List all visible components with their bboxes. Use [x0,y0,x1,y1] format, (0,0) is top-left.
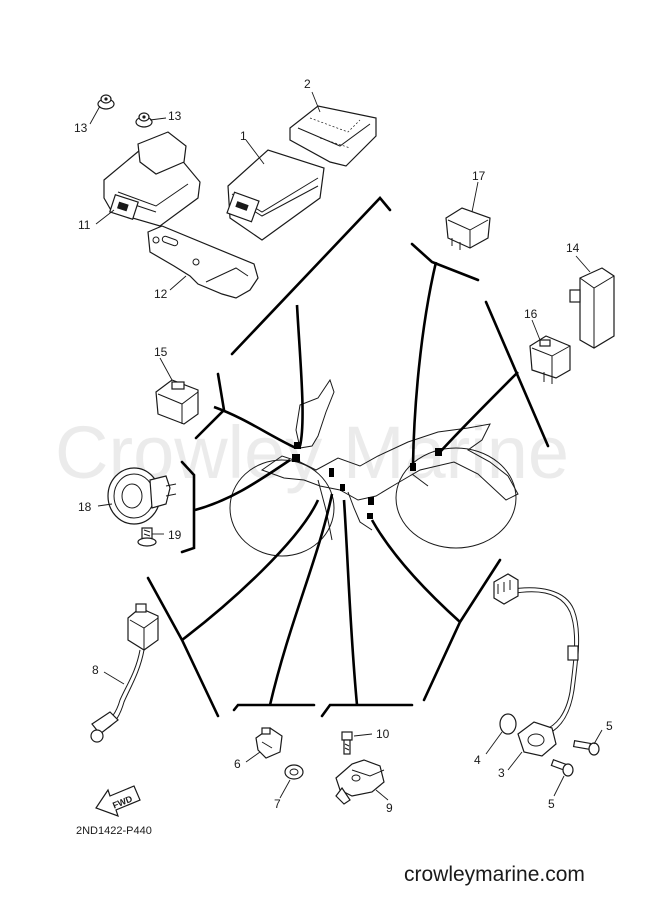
callout-11: 11 [78,218,91,232]
leader-lines [181,261,519,706]
part-10-bolt [341,731,353,755]
callout-13-right: 13 [168,109,182,123]
part-6-switch [255,727,283,759]
callout-17: 17 [472,169,486,183]
callout-7: 7 [274,797,281,811]
part-11-control-unit [103,131,201,227]
callout-3: 3 [498,766,505,780]
part-16-relay [529,335,571,384]
part-4-o-ring [499,713,517,735]
part-19-bolt [137,527,157,547]
callout-10: 10 [376,727,390,741]
group-brackets [146,196,550,718]
part-8-sensor [90,603,159,743]
callout-19: 19 [168,528,182,542]
callout-14: 14 [566,241,580,255]
callout-12: 12 [154,287,168,301]
callout-4: 4 [474,753,481,767]
callout-1: 1 [240,129,247,143]
callout-13-left: 13 [74,121,88,135]
part-18-horn [107,467,177,525]
part-9-sensor [335,759,385,805]
part-2-cover [289,105,377,167]
diagram-part-number: 2ND1422-P440 [76,825,152,837]
part-7-washer [284,764,304,780]
part-14-unit [569,267,615,349]
callout-labels: 1 2 3 4 5 5 6 7 8 9 10 11 12 13 13 14 15… [74,77,613,815]
part-3-sensor [493,573,580,757]
part-15-relay [155,379,199,425]
location-markers [292,442,442,519]
part-13-nut-right [135,112,153,128]
part-1-module [226,149,325,241]
callout-5-upper: 5 [606,719,613,733]
part-13-nut-left [97,94,115,110]
callout-16: 16 [524,307,538,321]
callout-6: 6 [234,757,241,771]
callout-8: 8 [92,663,99,677]
callout-9: 9 [386,801,393,815]
website-url: crowleymarine.com [404,863,585,886]
callout-2: 2 [304,77,311,91]
callout-15: 15 [154,345,168,359]
part-5-bolt-lower [550,759,574,777]
part-17-relay [445,207,491,250]
callout-18: 18 [78,500,92,514]
callout-leaders [89,91,603,801]
part-12-bracket [147,225,259,299]
callout-5-lower: 5 [548,797,555,811]
part-5-bolt-upper [572,739,600,756]
fwd-arrow-icon: FWD [95,785,141,817]
motorcycle-outline [229,378,519,557]
